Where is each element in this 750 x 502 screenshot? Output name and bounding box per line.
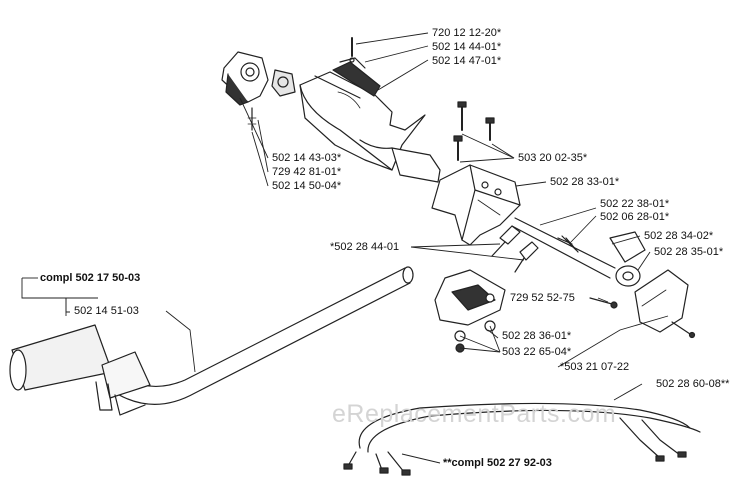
- part-label-502-14-50-04: 502 14 50-04*: [272, 180, 342, 192]
- part-label-503-20-02-35: 503 20 02-35*: [518, 152, 588, 164]
- pins-part: [491, 225, 539, 273]
- throttle-grip-part: [221, 51, 296, 131]
- rod-assembly-part: [511, 217, 646, 287]
- part-label-compl-502-27-92-03: **compl 502 27 92-03: [443, 457, 552, 469]
- part-label-729-42-81-01: 729 42 81-01*: [272, 166, 342, 178]
- part-label-502-28-60-08: 502 28 60-08**: [656, 378, 730, 390]
- part-label-502-28-35-01: 502 28 35-01*: [654, 246, 724, 258]
- part-label-compl-502-17-50-03: compl 502 17 50-03: [40, 272, 141, 284]
- part-label-502-28-36-01: 502 28 36-01*: [502, 330, 572, 342]
- part-label-729-52-52-75: 729 52 52-75: [510, 292, 575, 304]
- latch-plate-part: [634, 269, 696, 339]
- part-label-503-21-07-22: *503 21 07-22: [560, 361, 630, 373]
- cable-harness-part: [343, 402, 701, 476]
- watermark: eReplacementParts.com: [332, 400, 617, 428]
- part-label-502-14-43-03: 502 14 43-03*: [272, 152, 342, 164]
- part-label-720-12-12-20: 720 12 12-20*: [432, 27, 502, 39]
- trigger-part: [332, 37, 381, 97]
- part-label-502-14-51-03: 502 14 51-03: [74, 305, 139, 317]
- part-label-502-14-47-01: 502 14 47-01*: [432, 55, 502, 67]
- leader-lines: [21, 32, 669, 464]
- part-label-502-28-44-01: *502 28 44-01: [330, 241, 400, 253]
- bracket-part: [431, 164, 521, 246]
- part-label-502-14-44-01: 502 14 44-01*: [432, 41, 502, 53]
- part-label-502-06-28-01: 502 06 28-01*: [600, 211, 670, 223]
- handle-housing-part: [299, 71, 441, 183]
- part-label-503-22-65-04: 503 22 65-04*: [502, 346, 572, 358]
- mount-part: [434, 269, 618, 326]
- screws-part: [453, 101, 495, 161]
- shaft-tube-part: [9, 266, 414, 416]
- part-label-502-28-33-01: 502 28 33-01*: [550, 176, 620, 188]
- part-label-502-22-38-01: 502 22 38-01*: [600, 198, 670, 210]
- part-label-502-28-34-02: 502 28 34-02*: [644, 230, 714, 242]
